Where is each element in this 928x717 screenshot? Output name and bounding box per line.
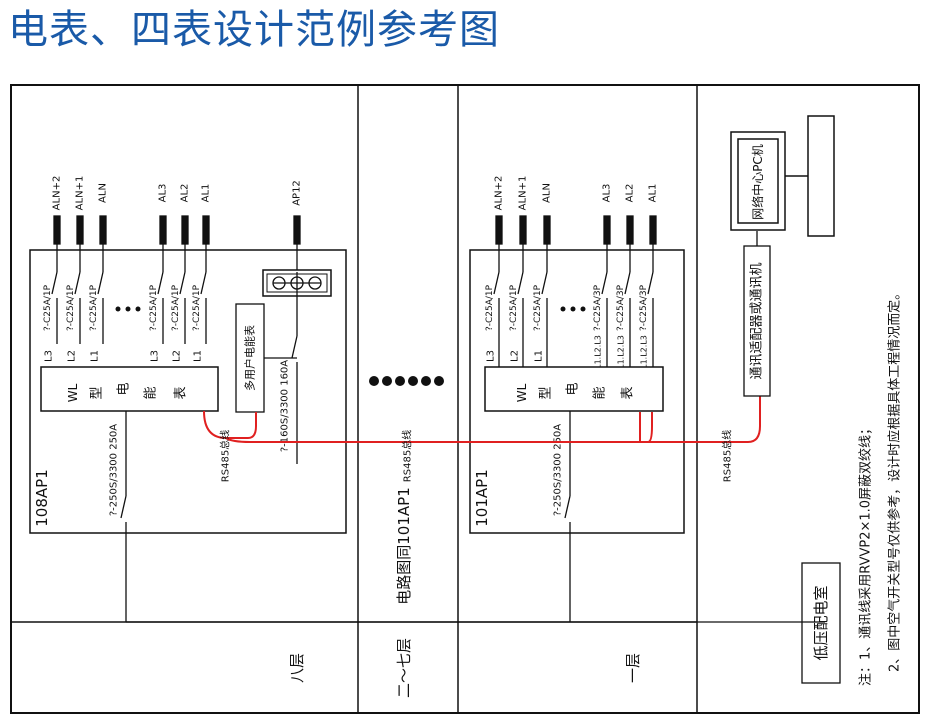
meter-char: 能 [593,386,608,399]
breaker-label: ?-C25A/1P [171,284,181,331]
breaker-switches-108 [51,271,207,344]
breaker-switches-101 [493,271,654,368]
breaker-dots-108 [115,306,141,312]
outlet-label: AL2 [180,184,191,203]
outlet-lines-108 [53,215,301,272]
outlet-label: ALN+2 [52,176,63,211]
phase-label: L1 [193,350,204,362]
phase-label: L3 [44,350,55,362]
breaker-label: ?-C25A/3P [616,284,626,331]
phase-label: L3 [150,350,161,362]
panel-108ap1-name: 108AP1 [33,469,51,526]
meter-char: 表 [621,386,636,399]
breaker-label: ?-C25A/1P [485,284,495,331]
outlet-label: ALN+1 [518,176,529,211]
phase-label: L1 [90,350,101,362]
low-voltage-room-box [801,562,841,684]
ap12-feed [264,272,298,464]
outer-frame [10,84,920,714]
breaker-dots-101 [560,306,586,312]
main-breaker-label: ?-250S/3300 250A [553,424,564,516]
meter-char: 型 [90,386,105,399]
breaker-label: ?-C25A/1P [533,284,543,331]
phase-label: L3 [486,350,497,362]
meter-char: WL [66,383,80,402]
panel-101ap1: 101AP1 ALN+2 ALN+1 ALN AL3 AL2 AL1 [469,176,685,622]
breaker-label: ?-C25A/1P [43,284,53,331]
meter-char: 电 [117,382,132,395]
main-feed-101 [564,411,571,622]
outlet-label: AL2 [625,184,636,203]
phase-label: L2 [172,350,183,362]
outlet-label: AL3 [158,184,169,203]
floor-label-1: 一层 [624,653,642,683]
rs485-bus [203,306,761,443]
outlet-label: AL3 [602,184,613,203]
main-breaker-label: ?-250S/3300 250A [109,424,120,516]
phase-label: L1.L2.L3 [640,335,649,369]
page-title: 电表、四表设计范例参考图 [8,7,500,53]
breaker-label: ?-C25A/3P [593,284,603,331]
panel-108ap1: 108AP1 ALN+2 ALN+1 ALN AL3 [29,176,347,622]
phase-label: L1.L2.L3 [594,335,603,369]
floor-label-8: 八层 [288,653,306,683]
low-voltage-room-label: 低压配电室 [812,585,830,660]
ellipsis-dots [369,376,444,386]
meter-char: 表 [174,386,189,399]
outlet-label: ALN [98,183,109,203]
breaker-label: ?-C25A/1P [149,284,159,331]
outlet-label: AP12 [292,180,303,206]
pc-label: 网络中心PC机 [750,144,765,220]
outlet-label: ALN [542,183,553,203]
outlet-lines-101 [495,215,657,272]
outlet-label: ALN+1 [75,176,86,211]
outlet-label: AL1 [648,184,659,203]
breaker-label: ?-C25A/1P [509,284,519,331]
ap12-breaker-label: ?-160S/3300 160A [280,360,291,452]
outlet-label: ALN+2 [494,176,505,211]
rs485-label-101: RS485总线 [721,430,734,482]
main-feed-108 [120,411,127,622]
meter-char: WL [515,383,529,402]
note-line-1: 注：1、通讯线采用RVVP2×1.0屏蔽双绞线； [858,422,874,686]
comm-adapter-label: 通讯适配器或通讯机 [750,262,765,379]
wl-meter-108 [40,366,219,412]
outlet-label: AL1 [201,184,212,203]
phase-label: L1 [534,350,545,362]
rs485-label-mid: RS485总线 [401,430,414,482]
note-line-2: 2、图中空气开关型号仅供参考，设计时应根据具体工程情况而定。 [887,287,903,672]
floor-label-2-7: 二～七层 [395,638,413,698]
phase-label: L2 [510,350,521,362]
phase-label: L2 [67,350,78,362]
breaker-label: ?-C25A/1P [192,284,202,331]
breaker-label: ?-C25A/1P [89,284,99,331]
meter-char: 电 [566,382,581,395]
wl-meter-101 [484,366,664,412]
comm-adapter-box [743,245,771,397]
multi-meter-label: 多用户电能表 [243,325,257,391]
meter-char: 能 [144,386,159,399]
wiring-diagram: 八层 二～七层 一层 电路图同101AP1 108AP1 [10,84,920,714]
mid-note: 电路图同101AP1 [395,487,413,604]
phase-label: L1.L2.L3 [617,335,626,369]
panel-101ap1-name: 101AP1 [473,469,491,526]
rs485-label-108: RS485总线 [219,430,232,482]
breaker-label: ?-C25A/1P [66,284,76,331]
panel-101ap1-box [469,249,685,534]
meter-char: 型 [539,386,554,399]
breaker-label: ?-C25A/3P [639,284,649,331]
pc-monitor [730,115,835,237]
panel-108ap1-box [29,249,347,534]
